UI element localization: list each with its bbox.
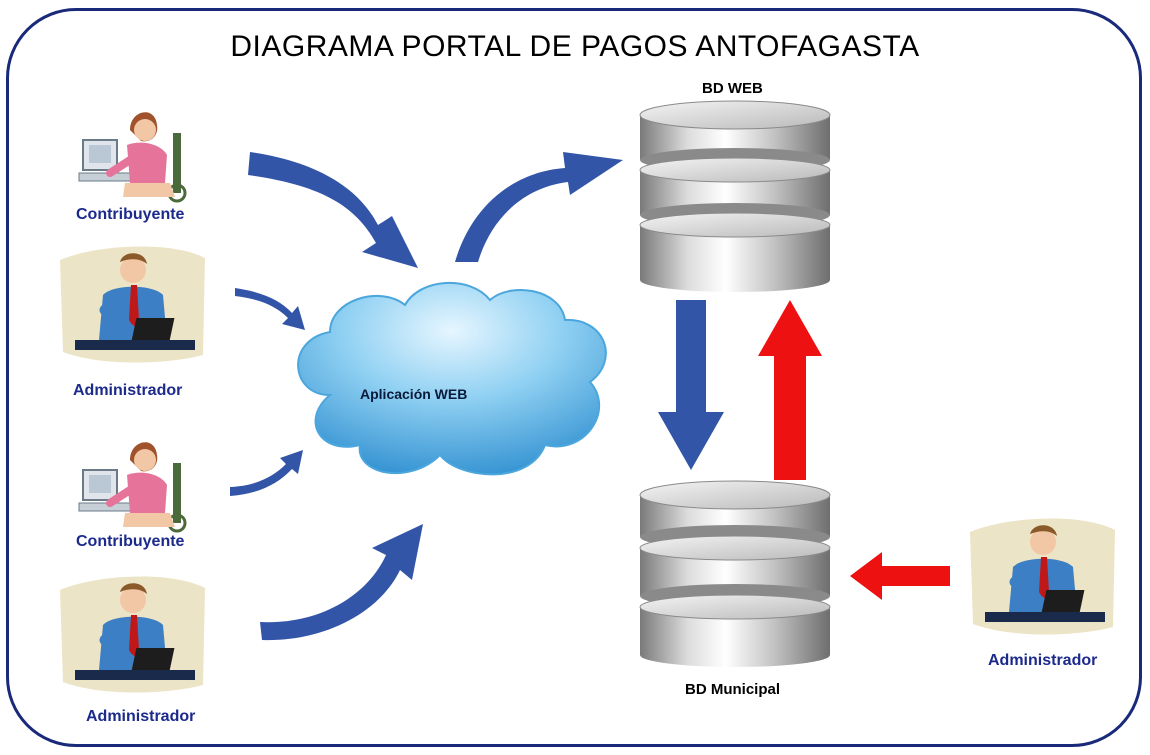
arrow-administrador-2-to-cloud bbox=[260, 524, 423, 641]
actor-label-contribuyente-1: Contribuyente bbox=[76, 206, 185, 223]
bd-municipal-cylinder bbox=[639, 480, 831, 667]
man-at-laptop-icon bbox=[60, 576, 205, 693]
diagram-frame bbox=[6, 8, 1142, 747]
arrow-bd-municipal-to-bd-web bbox=[758, 300, 822, 480]
actor-label-administrador-2: Administrador bbox=[86, 708, 196, 725]
actor-label-administrador-3: Administrador bbox=[988, 652, 1098, 669]
arrow-contribuyente-1-to-cloud bbox=[248, 152, 418, 268]
woman-at-computer-icon bbox=[78, 442, 187, 533]
arrow-administrador-3-to-bd-municipal bbox=[850, 552, 950, 600]
bd-municipal-label: BD Municipal bbox=[685, 681, 781, 698]
woman-at-computer-icon bbox=[78, 112, 187, 203]
man-at-laptop-icon bbox=[60, 246, 205, 363]
diagram-title: DIAGRAMA PORTAL DE PAGOS ANTOFAGASTA bbox=[230, 30, 920, 63]
bd-web-label: BD WEB bbox=[702, 80, 763, 97]
arrow-contribuyente-2-to-cloud bbox=[230, 450, 303, 496]
arrow-administrador-1-to-cloud bbox=[235, 288, 305, 330]
arrow-bd-web-to-bd-municipal bbox=[658, 300, 724, 470]
actor-label-administrador-1: Administrador bbox=[73, 382, 183, 399]
bd-web-cylinder bbox=[639, 100, 831, 292]
arrow-cloud-to-bd-web bbox=[455, 152, 623, 262]
man-at-laptop-icon bbox=[970, 518, 1115, 635]
cloud-label: Aplicación WEB bbox=[360, 386, 468, 402]
cloud-shape bbox=[297, 281, 607, 476]
actor-label-contribuyente-2: Contribuyente bbox=[76, 533, 185, 550]
